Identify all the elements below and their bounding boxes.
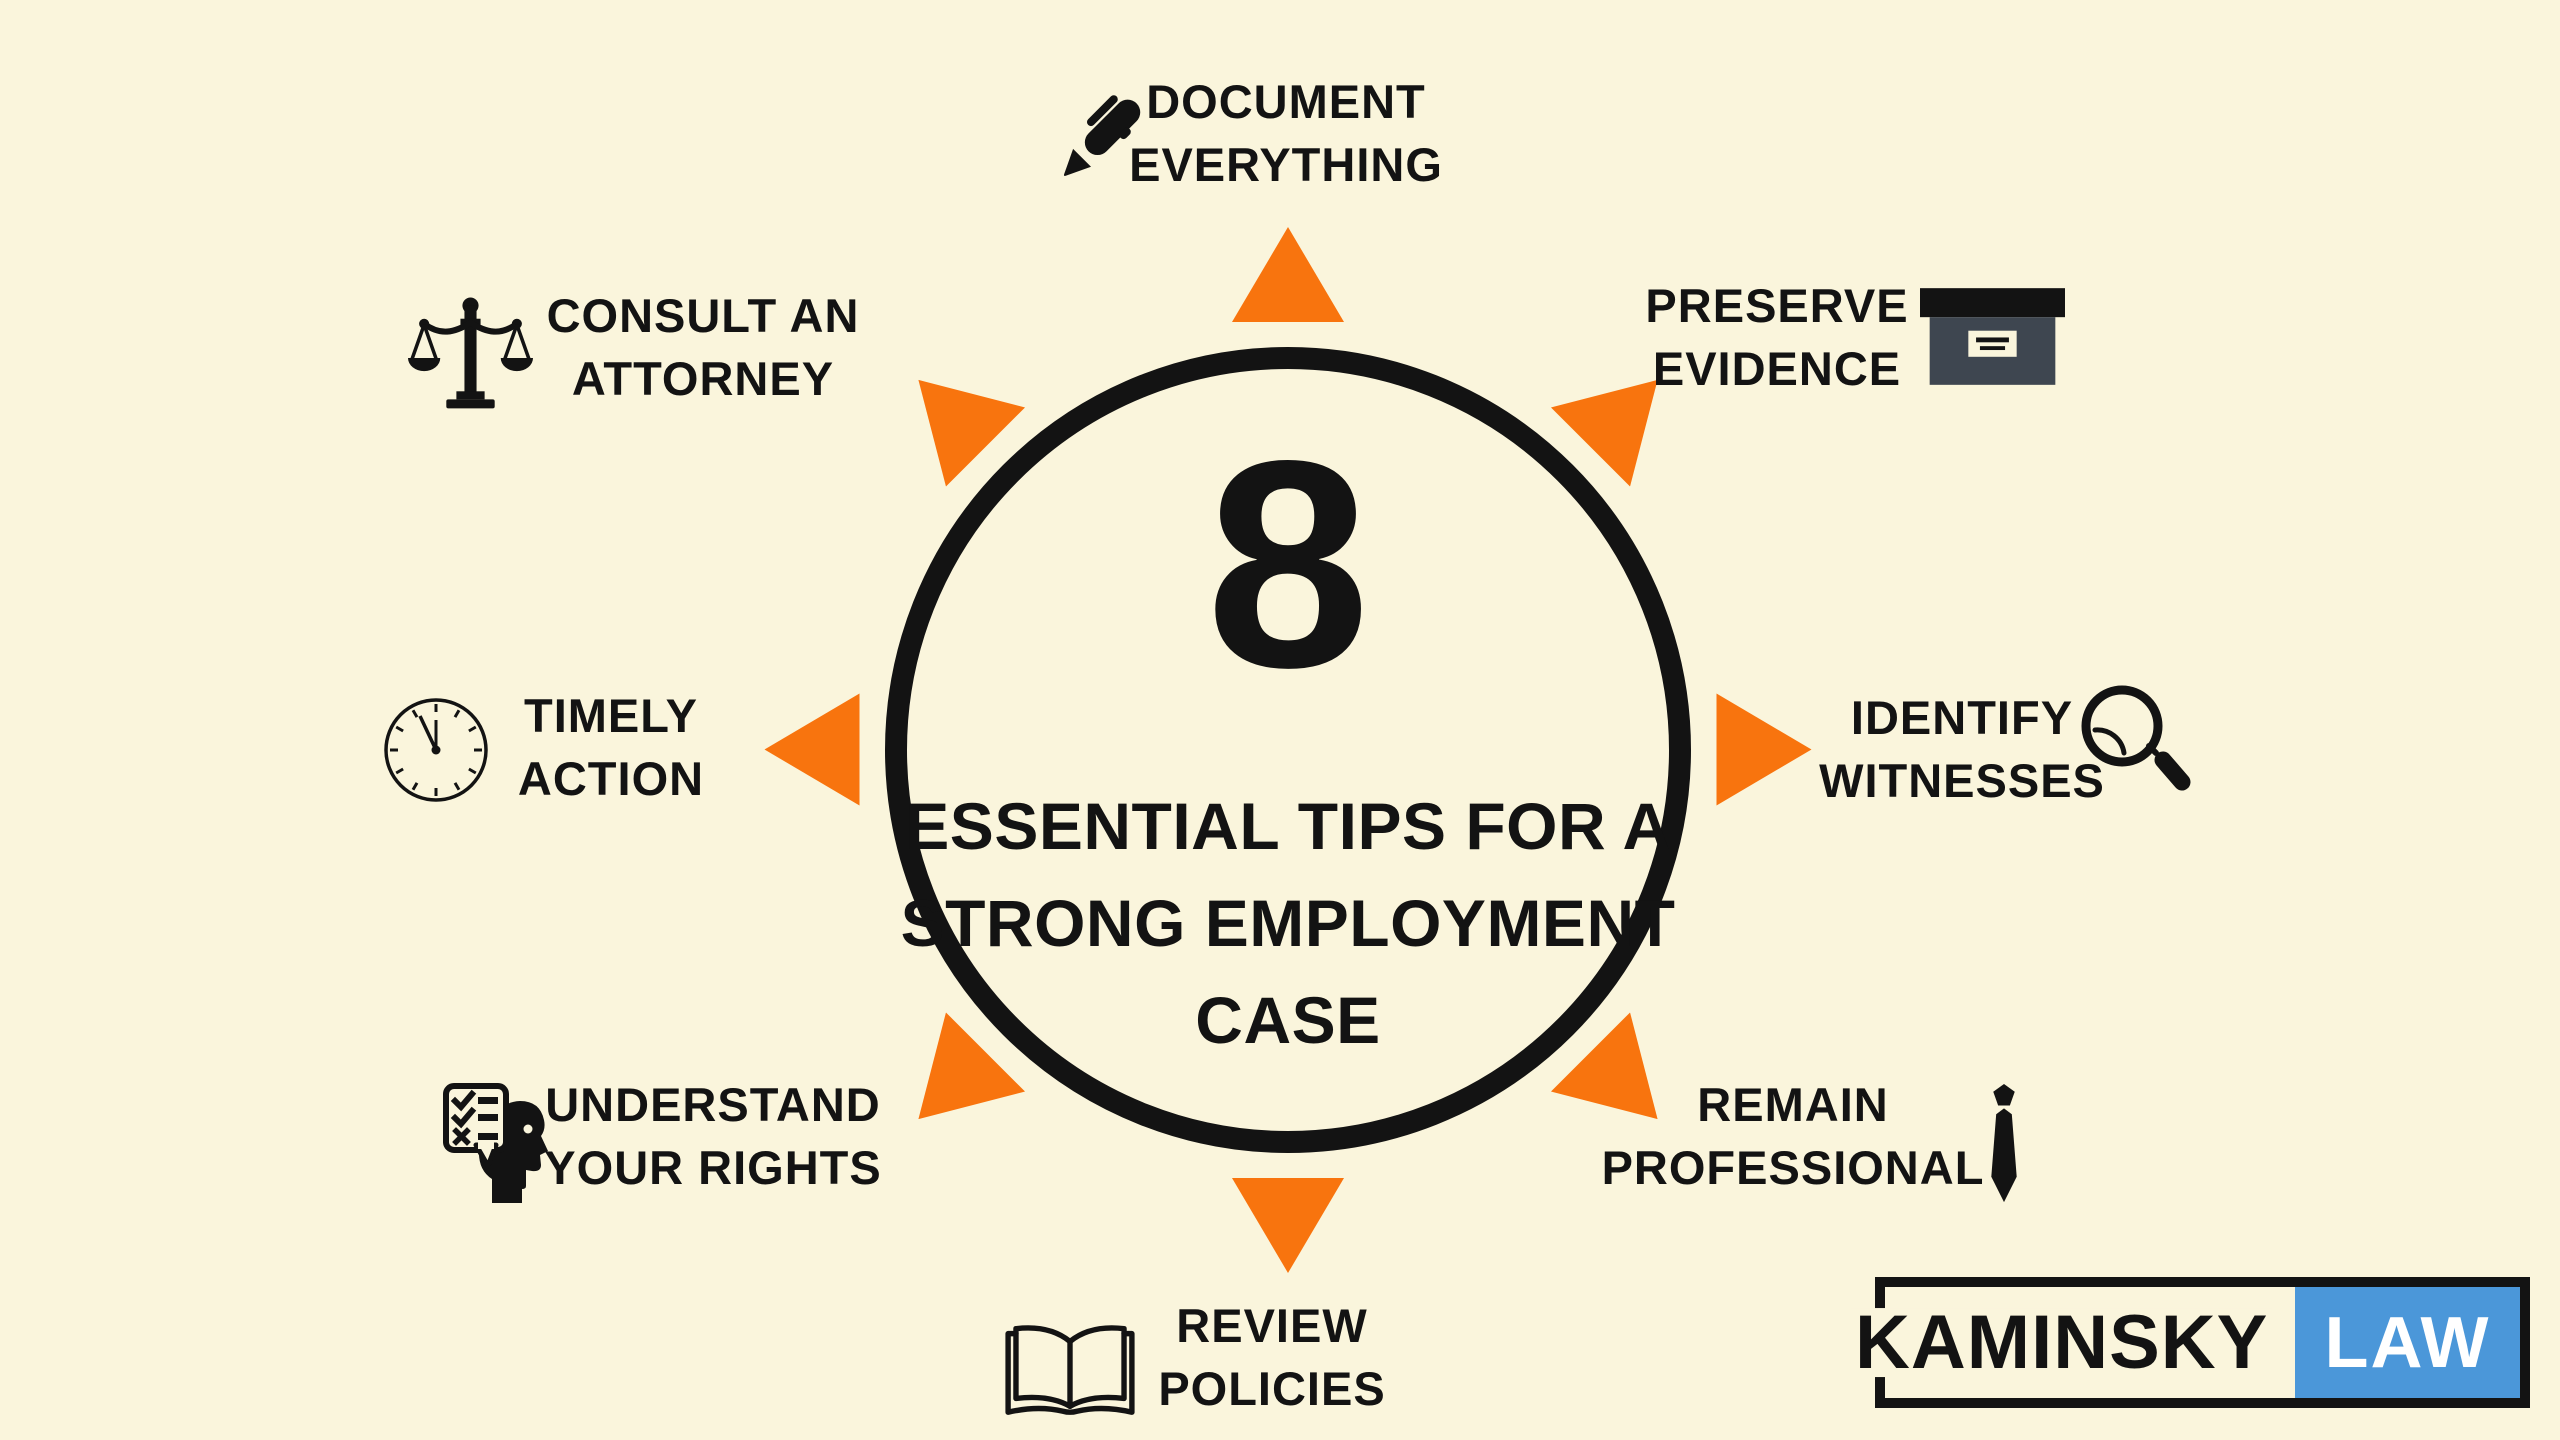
tip-line: EVERYTHING: [1129, 138, 1443, 191]
tip-line: CONSULT AN: [546, 289, 860, 342]
tip-line: YOUR RIGHTS: [544, 1141, 882, 1194]
tip-label-identify-witnesses: IDENTIFY WITNESSES: [1819, 686, 2105, 812]
logo-law-text: LAW: [2324, 1302, 2491, 1383]
ray-triangle-south: [1232, 1178, 1344, 1273]
tip-line: PROFESSIONAL: [1601, 1141, 1985, 1194]
ray-triangle-west: [765, 694, 860, 806]
clock-icon: [384, 698, 488, 802]
ray-triangle-north: [1232, 227, 1344, 322]
scales-of-justice-icon: [408, 297, 533, 409]
tip-line: DOCUMENT: [1146, 75, 1426, 128]
tip-label-understand-your-rights: UNDERSTAND YOUR RIGHTS: [544, 1073, 881, 1199]
tip-line: IDENTIFY: [1850, 691, 2074, 744]
kaminsky-law-logo: KAMINSKY LAW: [1851, 1277, 2530, 1408]
tip-line: UNDERSTAND: [545, 1078, 881, 1131]
tip-line: ATTORNEY: [571, 352, 835, 405]
tip-line: POLICIES: [1158, 1362, 1386, 1415]
tip-line: REVIEW: [1176, 1299, 1368, 1352]
open-book-icon: [1005, 1325, 1135, 1415]
tip-label-consult-an-attorney: CONSULT AN ATTORNEY: [547, 284, 860, 410]
tip-line: REMAIN: [1697, 1078, 1889, 1131]
center-title-line2: STRONG EMPLOYMENT: [900, 886, 1676, 960]
ray-triangle-east: [1717, 694, 1812, 806]
center-title-line1: ESSENTIAL TIPS FOR A: [905, 789, 1671, 863]
tip-line: TIMELY: [523, 689, 698, 742]
head-checklist-icon: [443, 1083, 548, 1203]
tip-line: ACTION: [517, 752, 705, 805]
center-title: ESSENTIAL TIPS FOR A STRONG EMPLOYMENT C…: [901, 778, 1676, 1069]
tip-label-timely-action: TIMELY ACTION: [518, 684, 704, 810]
tip-line: PRESERVE: [1645, 279, 1909, 332]
necktie-icon: [1991, 1083, 2017, 1203]
center-title-line3: CASE: [1195, 983, 1381, 1057]
logo-law-badge: LAW: [2295, 1287, 2520, 1398]
tip-label-review-policies: REVIEW POLICIES: [1158, 1294, 1385, 1420]
pen-icon: [1063, 95, 1141, 176]
logo-kaminsky-text: KAMINSKY: [1851, 1304, 2273, 1380]
tip-label-document-everything: DOCUMENT EVERYTHING: [1129, 70, 1443, 196]
tip-line: WITNESSES: [1819, 754, 2105, 807]
magnifying-glass-icon: [2081, 685, 2191, 791]
center-number: 8: [1205, 399, 1371, 729]
tip-line: EVIDENCE: [1652, 342, 1902, 395]
tip-label-preserve-evidence: PRESERVE EVIDENCE: [1645, 274, 1908, 400]
tip-label-remain-professional: REMAIN PROFESSIONAL: [1602, 1073, 1985, 1199]
evidence-box-icon: [1920, 288, 2065, 385]
